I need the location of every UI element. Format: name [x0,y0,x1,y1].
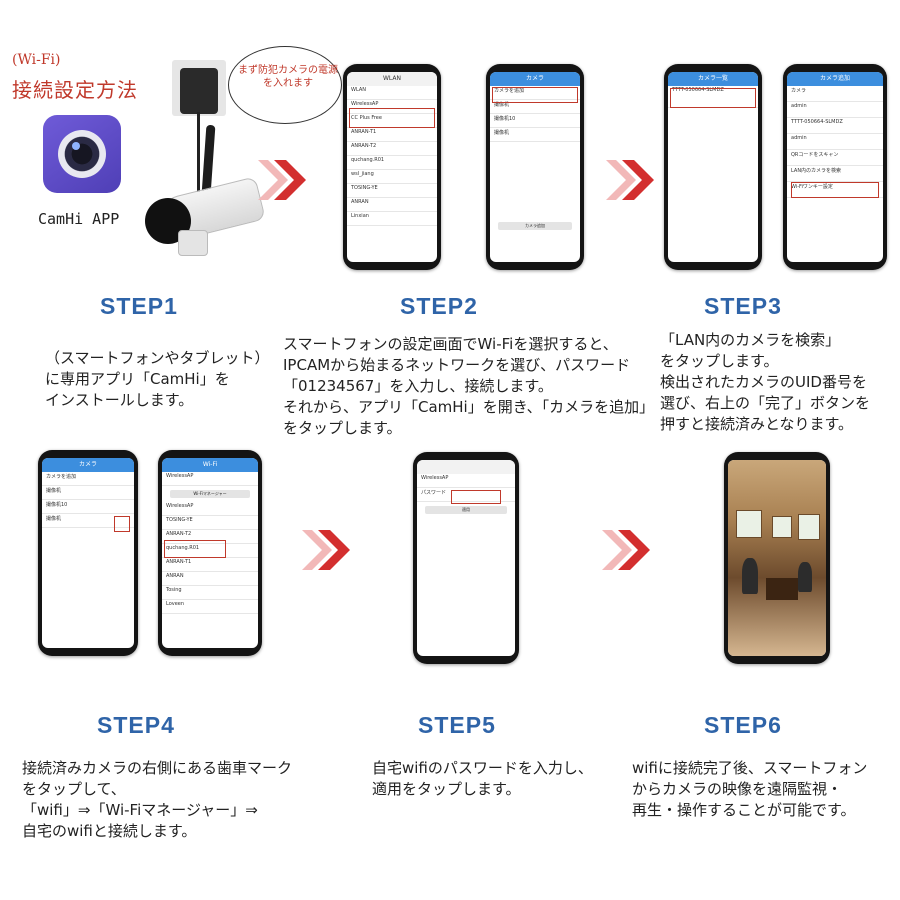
screen-title: カメラ一覧 [668,72,758,86]
list-item[interactable]: ANRAN-T2 [162,530,258,544]
camera-row[interactable]: 撮像机 [42,486,134,500]
step5-description: 自宅wifiのパスワードを入力し、 適用をタップします。 [372,759,593,798]
add-camera-button[interactable]: カメラ追加 [498,222,572,230]
arrow-right-icon [606,160,654,200]
phone-lan-search: カメラ一覧 TTTT-050664-SLMDZ [664,64,762,270]
phone-wifi-manager: Wi-Fi WirelessAP Wi-Fiマネージャー WirelessAP … [158,450,262,656]
phone-camera-gear: カメラ カメラを追加 撮像机 撮像机10 撮像机 [38,450,138,656]
list-item[interactable]: ANRAN-T1 [347,128,437,142]
list-item[interactable]: TOSING-YE [162,516,258,530]
apply-button[interactable]: 適用 [425,506,507,514]
page-title: 接続設定方法 [12,78,138,102]
camera-row[interactable]: 撮像机 [490,100,580,114]
arrow-right-icon [258,160,306,200]
form-field[interactable]: TTTT-050664-SLMDZ [787,118,883,134]
screen-title: Wi-Fi [162,458,258,472]
camhi-app-icon [43,115,121,193]
screen-title: カメラ [42,458,134,472]
camera-antenna [201,124,216,196]
wifi-label: (Wi-Fi) [12,52,61,68]
add-camera-row[interactable]: カメラを追加 [490,86,580,100]
speech-bubble-text: まず防犯カメラの電源を入れます [238,65,338,89]
step5-title: STEP5 [418,712,496,738]
selection-highlight [492,87,578,103]
list-item[interactable]: ANRAN-T2 [347,142,437,156]
list-item[interactable]: ANRAN [347,198,437,212]
arrow-right-icon [602,530,650,570]
screen-title: カメラ追加 [787,72,883,86]
form-field[interactable]: admin [787,134,883,150]
list-item[interactable]: ANRAN [162,572,258,586]
power-adapter-icon [180,68,218,114]
camera-row[interactable]: 撮像机 [42,514,134,528]
list-item[interactable]: ANRAN-T1 [162,558,258,572]
list-item[interactable]: TOSING-YE [347,184,437,198]
list-item[interactable]: WirelessAP [162,502,258,516]
selection-highlight [791,182,879,198]
step1-title: STEP1 [100,293,178,319]
screen-title: カメラ [490,72,580,86]
phone-add-camera: カメラ追加 カメラ admin TTTT-050664-SLMDZ admin … [783,64,887,270]
step1-description: （スマートフォンやタブレット） に専用アプリ「CamHi」を インストールします… [45,349,270,409]
phone-camera-list: カメラ カメラを追加 撮像机 撮像机10 撮像机 カメラ追加 [486,64,584,270]
camera-row[interactable]: 撮像机 [490,128,580,142]
selection-highlight [164,540,226,558]
screen-title [417,460,515,474]
step6-title: STEP6 [704,712,782,738]
selection-highlight [349,108,435,128]
camera-row[interactable]: 撮像机10 [490,114,580,128]
list-item[interactable]: quchang.R01 [347,156,437,170]
list-item[interactable]: Loveen [162,600,258,614]
phone-live-view [724,452,830,664]
step4-description: 接続済みカメラの右側にある歯車マーク をタップして、 「wifi」⇒「Wi-Fi… [22,759,293,840]
app-name: CamHi APP [38,210,120,228]
power-cable [197,112,200,222]
list-item[interactable]: WLAN [347,86,437,100]
form-field[interactable]: カメラ [787,86,883,102]
form-field[interactable]: admin [787,102,883,118]
arrow-right-icon [302,530,350,570]
step4-title: STEP4 [97,712,175,738]
lan-search-row[interactable]: LAN内のカメラを検索 [787,166,883,182]
gear-highlight [114,516,130,532]
phone-wlan-settings: WLAN WLAN WirelessAP CC Plus Free ANRAN-… [343,64,441,270]
list-item[interactable]: WirelessAP [347,100,437,114]
camera-live-image [728,460,826,656]
step6-description: wifiに接続完了後、スマートフォン からカメラの映像を遠隔監視・ 再生・操作す… [632,759,868,819]
password-field[interactable]: パスワード [417,488,515,502]
list-item[interactable]: wsl_jiang [347,170,437,184]
step2-title: STEP2 [400,293,478,319]
step2-description: スマートフォンの設定画面でWi-Fiを選択すると、 IPCAMから始まるネットワ… [283,335,655,437]
list-item[interactable]: Linxian [347,212,437,226]
speech-bubble [228,46,342,124]
screen-title: WLAN [347,72,437,86]
qr-scan-row[interactable]: QRコードをスキャン [787,150,883,166]
wifi-manager-button[interactable]: Wi-Fiマネージャー [170,490,250,498]
phone-password-entry: WirelessAP パスワード 適用 [413,452,519,664]
selection-highlight [451,490,501,504]
step3-description: 「LAN内のカメラを検索」 をタップします。 検出されたカメラのUID番号を 選… [660,331,871,433]
camera-row[interactable]: 撮像机10 [42,500,134,514]
list-item[interactable]: WirelessAP [162,472,258,486]
list-item[interactable]: Tosing [162,586,258,600]
camera-mount [178,230,208,256]
selection-highlight [670,88,756,108]
add-camera-row[interactable]: カメラを追加 [42,472,134,486]
ssid-row: WirelessAP [417,474,515,488]
step3-title: STEP3 [704,293,782,319]
